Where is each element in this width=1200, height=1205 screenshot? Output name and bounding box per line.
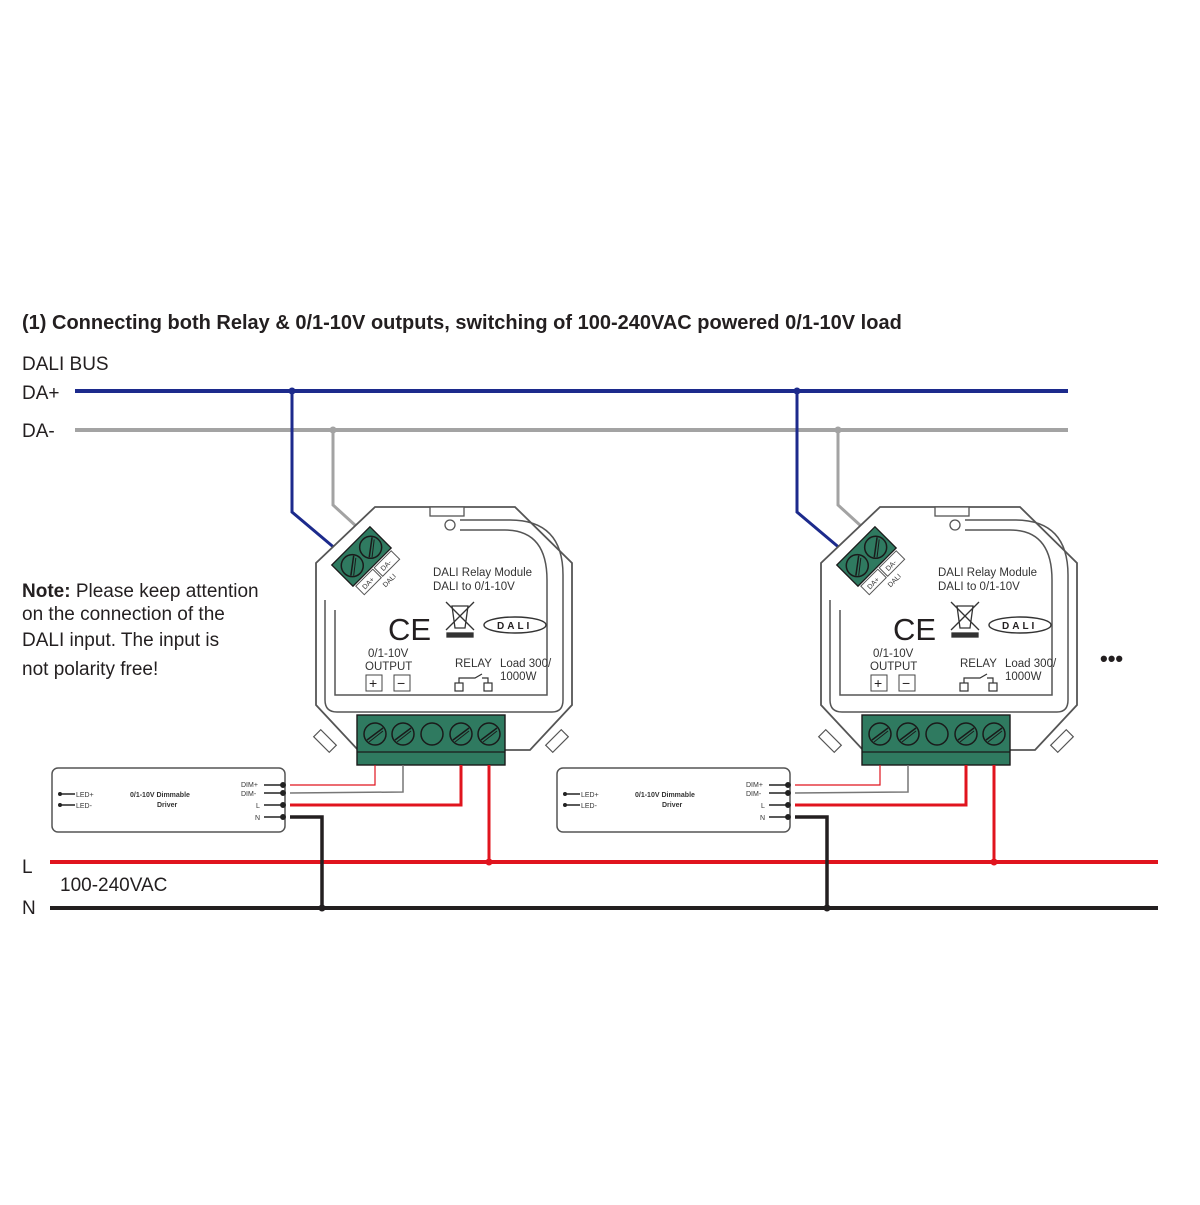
dali-bus-label: DALI BUS (22, 354, 109, 375)
junction-dot (288, 387, 296, 395)
polarity-note: Note: Please keep attention on the conne… (22, 581, 259, 680)
driver-led-minus: LED- (581, 803, 598, 810)
driver-led-plus: LED+ (76, 792, 94, 799)
output-plus: + (369, 675, 377, 691)
note-bold: Note: (22, 581, 71, 602)
weee-bin-icon (445, 601, 475, 638)
da-plus-label: DA+ (22, 383, 60, 404)
dim-minus-wire (289, 765, 404, 794)
ce-mark: CE (388, 612, 431, 647)
driver-dim-minus: DIM- (746, 791, 762, 798)
dim-plus-wire (290, 765, 376, 786)
dali-relay-module: DA+ DA- DALI DALI Relay Module DALI to 0… (817, 506, 1078, 766)
driver-n: N (760, 815, 765, 822)
da-minus-drop-wire (331, 430, 358, 528)
voltage-label: 100-240VAC (60, 875, 167, 896)
module-name: DALI Relay Module (433, 567, 532, 579)
diagram-title: (1) Connecting both Relay & 0/1-10V outp… (22, 312, 902, 334)
output-plus: + (874, 675, 882, 691)
da-plus-drop-wire (795, 391, 843, 552)
driver-name-1: 0/1-10V Dimmable (635, 792, 695, 799)
relay-contact-icon (959, 673, 998, 692)
driver-dim-minus: DIM- (241, 791, 257, 798)
junction-dot (318, 904, 326, 912)
output-label-1: 0/1-10V (873, 648, 914, 660)
neutral-label: N (22, 898, 36, 919)
driver-neutral-wire (290, 815, 324, 908)
junction-dot (485, 858, 493, 866)
dali-logo-ellipse (483, 616, 547, 634)
module-subtitle: DALI to 0/1-10V (433, 581, 515, 593)
junction-dot (793, 387, 801, 395)
note-line2: on the connection of the (22, 604, 225, 625)
driver-name-2: Driver (157, 802, 178, 809)
load-label-1: Load 300/ (500, 658, 552, 670)
output-label-1: 0/1-10V (368, 648, 409, 660)
dim-plus-wire (795, 765, 881, 786)
weee-bin-icon (950, 601, 980, 638)
dimmable-driver: 0/1-10V Dimmable Driver LED+ LED- DIM+ D… (556, 767, 791, 833)
dim-minus-wire (794, 765, 909, 794)
driver-name-2: Driver (662, 802, 683, 809)
relay-label: RELAY (960, 658, 997, 670)
load-label-2: 1000W (1005, 671, 1042, 683)
output-terminal-block (861, 714, 1011, 766)
load-label-2: 1000W (500, 671, 537, 683)
junction-dot (823, 904, 831, 912)
driver-name-1: 0/1-10V Dimmable (130, 792, 190, 799)
driver-live-wire (795, 765, 968, 807)
dali-logo: DALI (1002, 621, 1037, 632)
driver-live-wire (290, 765, 463, 807)
relay-label: RELAY (455, 658, 492, 670)
unit-1: DA+ DA- DALI DALI Relay Module DALI to 0… (51, 387, 573, 912)
module-subtitle: DALI to 0/1-10V (938, 581, 1020, 593)
junction-dot (329, 426, 337, 434)
driver-led-plus: LED+ (581, 792, 599, 799)
dali-logo-ellipse (988, 616, 1052, 634)
note-line3: DALI input. The input is (22, 630, 219, 651)
dali-input-terminal: DA+ DA- DALI (330, 525, 401, 596)
dali-logo: DALI (497, 621, 532, 632)
dali-relay-module: DA+ DA- DALI DALI Relay Module DALI to 0… (312, 506, 573, 766)
output-terminal-block (356, 714, 506, 766)
driver-neutral-wire (795, 815, 829, 908)
driver-l: L (761, 803, 765, 810)
da-minus-drop-wire (836, 430, 863, 528)
note-line4: not polarity free! (22, 659, 158, 680)
live-label: L (22, 857, 33, 878)
ce-mark: CE (893, 612, 936, 647)
dimmable-driver: 0/1-10V Dimmable Driver LED+ LED- DIM+ D… (51, 767, 286, 833)
output-label-2: OUTPUT (365, 661, 412, 673)
note-line1: Please keep attention (71, 581, 259, 602)
output-minus: − (902, 675, 910, 691)
driver-n: N (255, 815, 260, 822)
junction-dot (990, 858, 998, 866)
driver-l: L (256, 803, 260, 810)
junction-dot (834, 426, 842, 434)
dali-input-terminal: DA+ DA- DALI (835, 525, 906, 596)
da-plus-drop-wire (290, 391, 338, 552)
unit-2: DA+ DA- DALI DALI Relay Module DALI to 0… (556, 387, 1078, 912)
more-modules-ellipsis: ••• (1100, 646, 1123, 671)
output-label-2: OUTPUT (870, 661, 917, 673)
load-label-1: Load 300/ (1005, 658, 1057, 670)
driver-dim-plus: DIM+ (241, 782, 258, 789)
output-minus: − (397, 675, 405, 691)
relay-contact-icon (454, 673, 493, 692)
da-minus-label: DA- (22, 421, 55, 442)
svg-text:Note: Please keep attention: Note: Please keep attention (22, 581, 259, 602)
driver-led-minus: LED- (76, 803, 93, 810)
module-name: DALI Relay Module (938, 567, 1037, 579)
driver-dim-plus: DIM+ (746, 782, 763, 789)
